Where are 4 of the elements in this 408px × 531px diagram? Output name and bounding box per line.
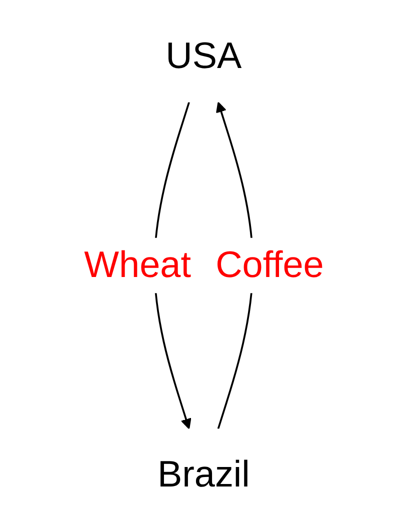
node-text: USA <box>166 36 242 76</box>
edge-label: Wheat <box>84 245 191 286</box>
edge-label: Coffee <box>216 245 324 286</box>
node-text: Brazil <box>157 454 250 496</box>
